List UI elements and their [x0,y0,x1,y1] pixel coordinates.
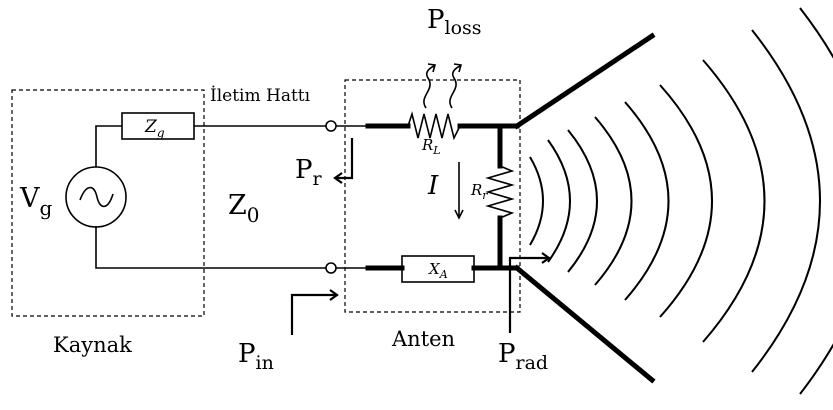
resistor-icon [407,111,461,141]
source-box-label: Kaynak [53,333,132,357]
antenna-box [344,79,521,313]
p-r-label: Pr [295,155,323,190]
source-impedance-label: Zg [144,117,165,140]
resistor-icon [485,165,515,219]
load-resistance-label: RL [421,136,441,157]
impedance-line-label: Z0 [228,190,260,227]
p-rad-label: Prad [498,339,548,374]
source-box [11,89,205,317]
radiation-resistance-label: Rr [470,181,488,202]
terminal-bottom [325,262,337,274]
antenna-reactance-label: XA [428,260,448,281]
pin-arrow-icon [290,289,339,335]
prad-arrow-icon [508,252,551,333]
pr-arrow-icon [333,138,354,184]
source-top-wire [95,125,122,167]
p-in-label: Pin [238,339,274,374]
voltage-label: Vg [19,183,53,220]
antenna-box-label: Anten [391,327,455,351]
transmission-line-label: İletim Hattı [210,85,311,106]
p-loss-label: Ploss [427,5,482,39]
horn-antenna-icon [513,32,656,384]
current-arrow-icon [454,162,464,220]
source-bottom-wire [95,226,326,269]
ploss-arrows-icon [423,63,463,109]
ac-source-icon [65,166,127,228]
terminal-top [325,120,337,132]
radiation-wave-icon [529,7,833,395]
current-label: I [427,171,439,201]
